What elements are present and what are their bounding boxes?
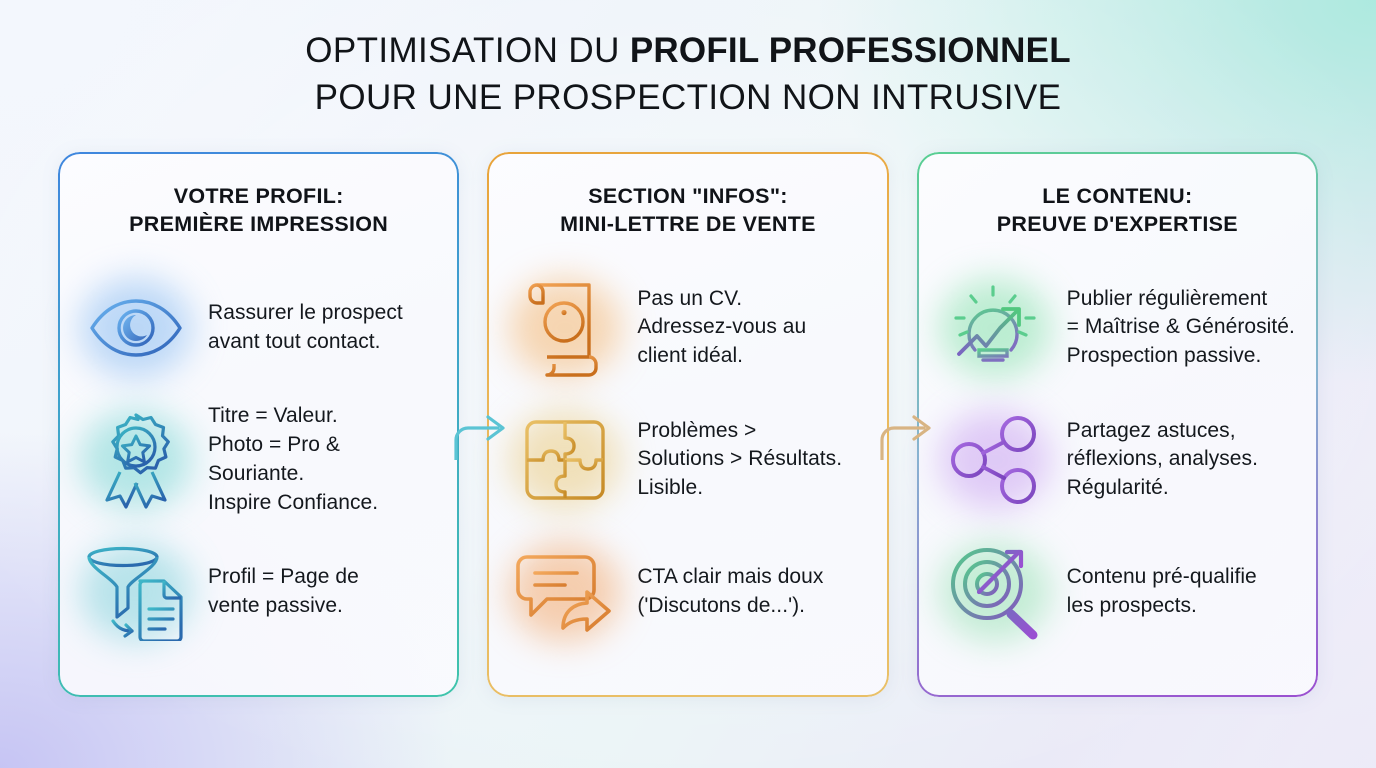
chat-share-icon [509,540,622,644]
column-card-votre-profil: VOTRE PROFIL: PREMIÈRE IMPRESSION [58,152,460,697]
text-line: Régularité. [1066,476,1169,500]
list-item-text: Profil = Page de vente passive. [208,563,359,621]
text-line: Publier régulièrement [1066,286,1268,310]
column-1-title-line-1: VOTRE PROFIL: [173,184,344,208]
text-line: Photo = Pro & [208,432,340,456]
column-3-title-line-1: LE CONTENU: [1042,184,1193,208]
lightbulb-growth-icon [938,276,1051,380]
list-item: Contenu pré-qualifie les prospects. [938,533,1296,651]
text-line: CTA clair mais doux [637,564,824,588]
page-title-line-2: POUR UNE PROSPECTION NON INTRUSIVE [314,78,1062,118]
column-1-items: Rassurer le prospect avant tout contact. [80,269,437,651]
text-line: Contenu pré-qualifie [1066,564,1257,588]
award-badge-icon [80,408,192,512]
text-line: Lisible. [637,476,704,500]
text-line: Souriante. [208,461,305,485]
text-line: avant tout contact. [208,329,381,353]
list-item: Rassurer le prospect avant tout contact. [80,269,437,387]
target-magnifier-icon [938,540,1051,644]
list-item: Partagez astuces, réflexions, analyses. … [938,401,1296,519]
text-line: = Maîtrise & Générosité. [1066,315,1295,339]
text-line: client idéal. [637,344,744,368]
list-item-text: Problèmes > Solutions > Résultats. Lisib… [637,417,842,503]
eye-icon [80,276,192,380]
column-1-title-line-2: PREMIÈRE IMPRESSION [129,212,389,237]
text-line: ('Discutons de...'). [637,593,806,617]
list-item-text: Titre = Valeur. Photo = Pro & Souriante.… [208,402,378,517]
page-title: OPTIMISATION DU PROFIL PROFESSIONNEL POU… [0,30,1376,119]
text-line: Problèmes > [637,418,757,442]
list-item: Titre = Valeur. Photo = Pro & Souriante.… [80,401,437,519]
page-title-line-1-prefix: OPTIMISATION DU [305,31,630,70]
list-item-text: Partagez astuces, réflexions, analyses. … [1067,417,1258,503]
column-card-le-contenu: LE CONTENU: PREUVE D'EXPERTISE [916,152,1318,697]
column-2-title: SECTION "INFOS": MINI-LETTRE DE VENTE [509,182,866,239]
page-title-line-1: OPTIMISATION DU PROFIL PROFESSIONNEL [0,30,1376,71]
column-3-title: LE CONTENU: PREUVE D'EXPERTISE [939,182,1296,239]
funnel-document-icon [80,540,192,644]
list-item-text: Contenu pré-qualifie les prospects. [1067,563,1257,621]
text-line: Profil = Page de [208,564,359,588]
column-3-title-line-2: PREUVE D'EXPERTISE [996,212,1238,237]
page-title-line-1-strong: PROFIL PROFESSIONNEL [629,31,1071,70]
share-nodes-icon [938,408,1051,512]
list-item-text: CTA clair mais doux ('Discutons de...'). [637,563,823,621]
column-2-title-line-1: SECTION "INFOS": [588,184,788,208]
text-line: Partagez astuces, [1066,418,1236,442]
text-line: Adressez-vous au [637,315,807,339]
list-item: Problèmes > Solutions > Résultats. Lisib… [509,401,866,519]
list-item-text: Publier régulièrement = Maîtrise & Génér… [1067,285,1295,371]
column-card-section-infos: SECTION "INFOS": MINI-LETTRE DE VENTE [487,152,889,697]
column-1-title: VOTRE PROFIL: PREMIÈRE IMPRESSION [80,182,437,239]
text-line: Pas un CV. [637,286,743,310]
column-2-title-line-2: MINI-LETTRE DE VENTE [560,212,816,237]
columns-container: VOTRE PROFIL: PREMIÈRE IMPRESSION [58,152,1318,697]
list-item-text: Pas un CV. Adressez-vous au client idéal… [637,285,806,371]
text-line: réflexions, analyses. [1066,447,1258,471]
puzzle-icon [509,408,622,512]
text-line: Prospection passive. [1066,344,1262,368]
text-line: Inspire Confiance. [208,490,379,514]
list-item: CTA clair mais doux ('Discutons de...'). [509,533,866,651]
column-3-items: Publier régulièrement = Maîtrise & Génér… [938,269,1296,651]
text-line: Titre = Valeur. [208,404,338,428]
list-item-text: Rassurer le prospect avant tout contact. [208,299,403,357]
text-line: vente passive. [208,593,343,617]
scroll-info-icon [509,276,622,380]
list-item: Profil = Page de vente passive. [80,533,437,651]
column-2-items: Pas un CV. Adressez-vous au client idéal… [509,269,866,651]
text-line: les prospects. [1066,593,1197,617]
list-item: Pas un CV. Adressez-vous au client idéal… [509,269,866,387]
text-line: Solutions > Résultats. [637,447,843,471]
list-item: Publier régulièrement = Maîtrise & Génér… [938,269,1296,387]
text-line: Rassurer le prospect [208,300,403,324]
